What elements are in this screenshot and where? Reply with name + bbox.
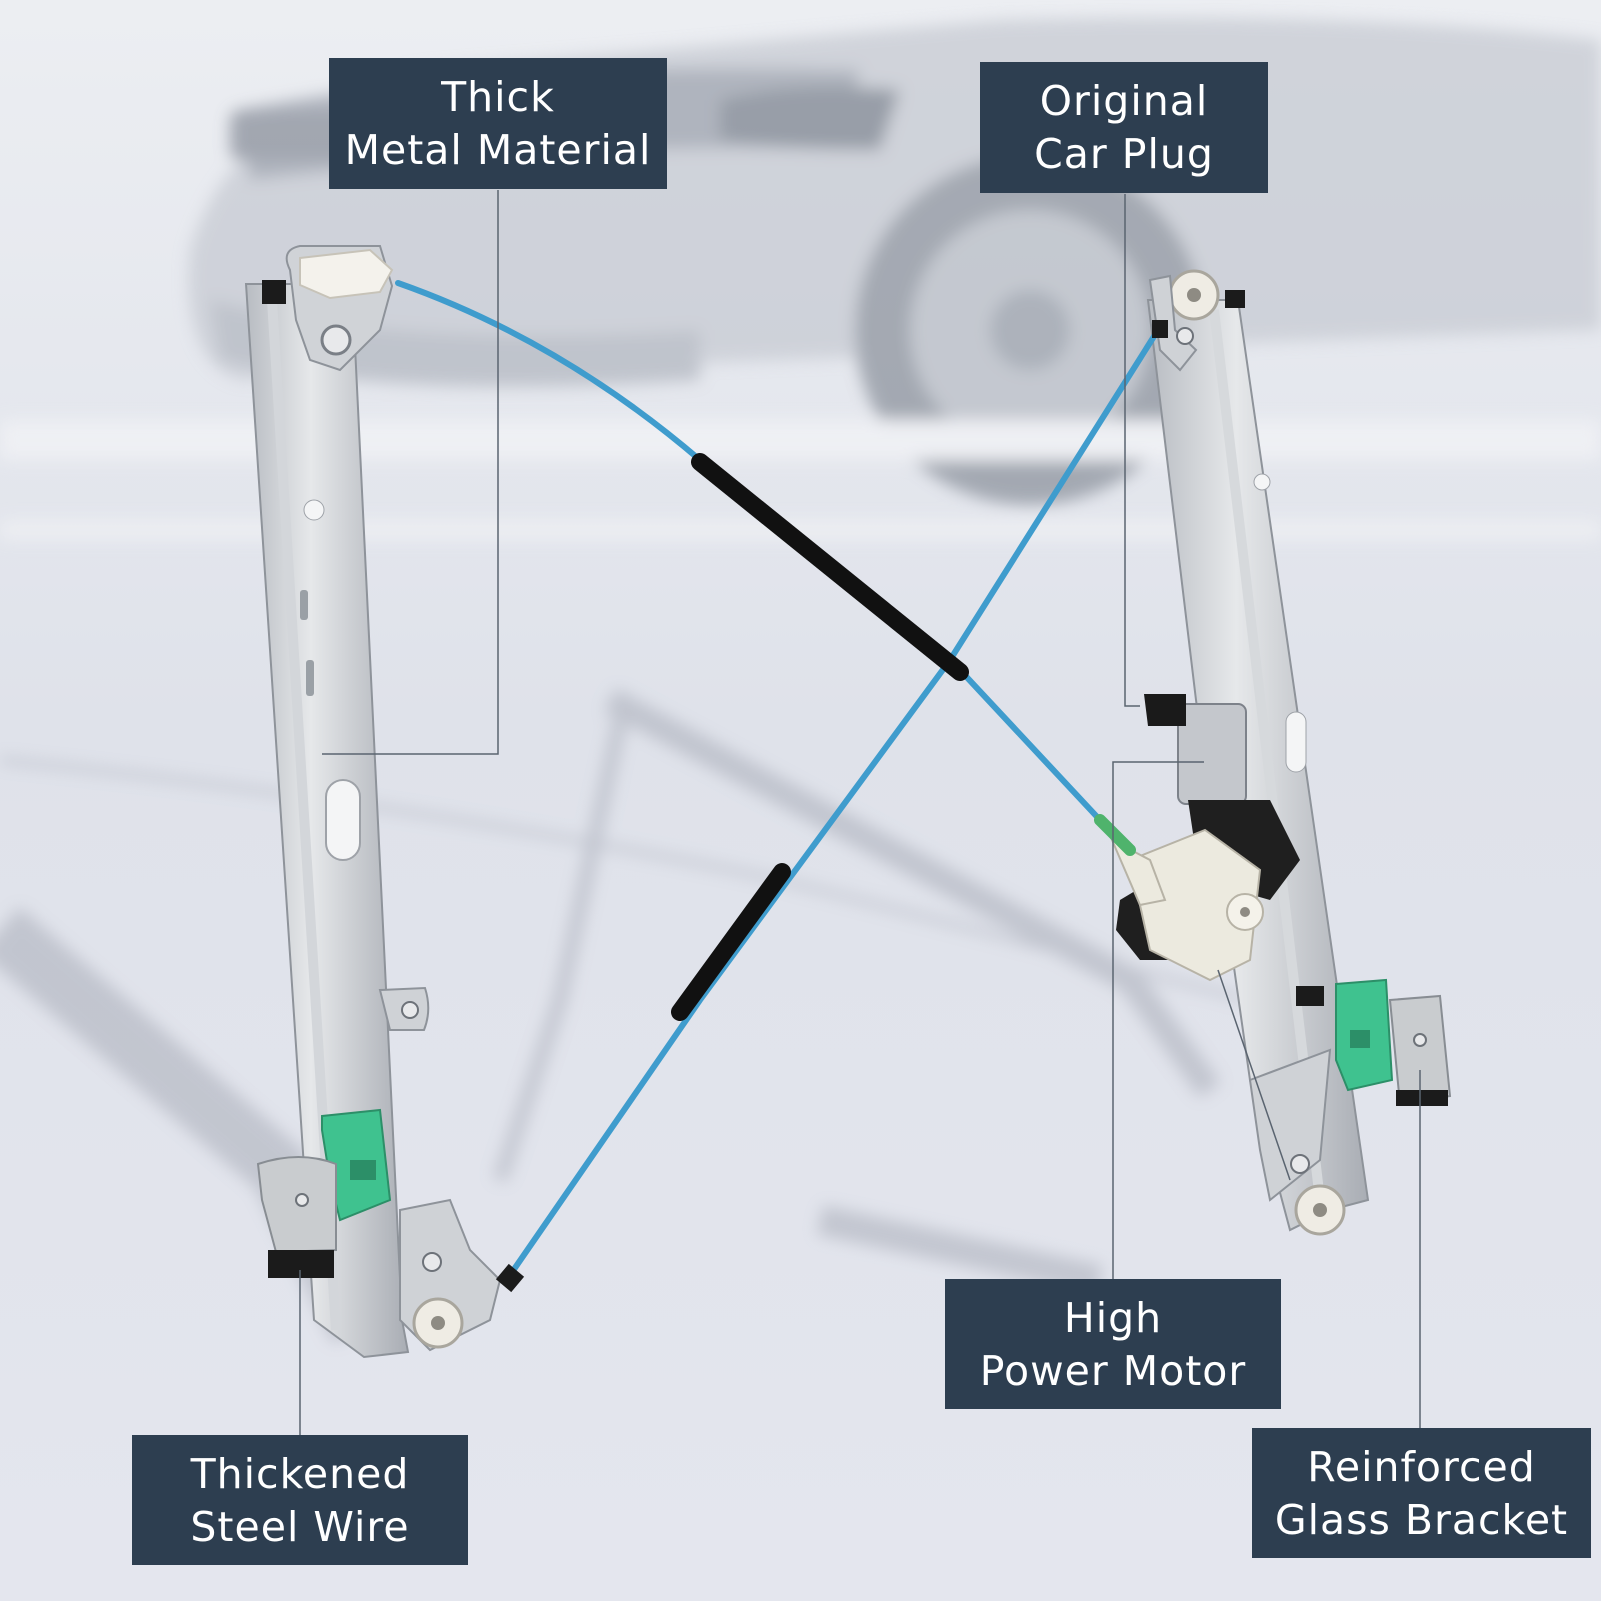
callout-original-car-plug: Original Car Plug [980, 62, 1268, 193]
callout-line-2: Car Plug [1034, 130, 1214, 178]
callout-line-2: Metal Material [344, 126, 652, 174]
callout-line-1: Thickened [190, 1450, 410, 1498]
callout-thick-metal-material: Thick Metal Material [329, 58, 667, 189]
callout-high-power-motor: High Power Motor [945, 1279, 1281, 1409]
callout-line-2: Glass Bracket [1274, 1496, 1569, 1544]
callout-line-1: Thick [441, 73, 555, 121]
left-rail [244, 245, 502, 1359]
callout-line-1: Original [1039, 77, 1209, 125]
callout-line-1: High [1063, 1294, 1163, 1342]
callout-reinforced-glass-bracket: Reinforced Glass Bracket [1252, 1428, 1591, 1558]
leader-lines [299, 190, 1421, 1435]
callout-line-2: Steel Wire [190, 1503, 410, 1551]
callout-line-2: Power Motor [979, 1347, 1247, 1395]
right-rail [1109, 269, 1452, 1236]
callout-line-1: Reinforced [1307, 1443, 1536, 1491]
steel-cables [395, 280, 1168, 1293]
callout-thickened-steel-wire: Thickened Steel Wire [132, 1435, 468, 1565]
